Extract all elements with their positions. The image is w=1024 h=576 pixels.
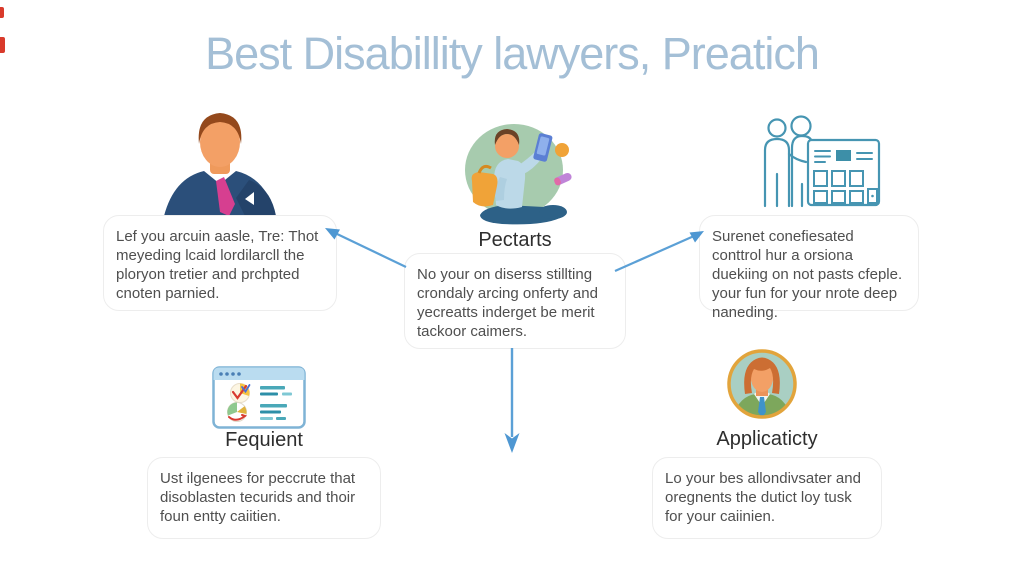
applicaticty-label: Applicaticty [716, 428, 818, 450]
arrow-left-icon [318, 219, 410, 271]
fequient-text-card: Ust ilgenees for peccrute that disoblast… [147, 457, 381, 539]
pectarts-text: No your on diserss stillting crondaly ar… [417, 266, 598, 340]
advisor-text: Lef you arcuin aasle, Tre: Thot meyeding… [116, 228, 319, 302]
page-title: Best Disabillity lawyers, Preatich [205, 28, 820, 79]
fequient-text: Ust ilgenees for peccrute that disoblast… [160, 470, 356, 525]
advisor-text-card: Lef you arcuin aasle, Tre: Thot meyeding… [103, 215, 337, 311]
arrow-down-icon [498, 345, 526, 457]
applicaticty-text-card: Lo your bes allondivsater and oregnents … [652, 457, 882, 539]
left-edge-artifact [0, 37, 5, 53]
woman-avatar-icon [726, 348, 798, 420]
left-edge-artifact [0, 7, 4, 18]
businessman-icon [150, 104, 290, 216]
applicaticty-text: Lo your bes allondivsater and oregnents … [665, 470, 861, 525]
report-window-icon [212, 366, 306, 429]
pectarts-label: Pectarts [478, 229, 552, 251]
control-text-card: Surenet conefiesated conttrol hur a orsi… [699, 215, 919, 321]
pectarts-text-card: No your on diserss stillting crondaly ar… [404, 253, 626, 349]
arrow-right-icon [608, 219, 710, 277]
control-text: Surenet conefiesated conttrol hur a orsi… [712, 228, 903, 321]
person-sitting-icon [450, 117, 578, 230]
people-chart-icon [756, 114, 882, 208]
fequient-label: Fequient [225, 429, 303, 451]
